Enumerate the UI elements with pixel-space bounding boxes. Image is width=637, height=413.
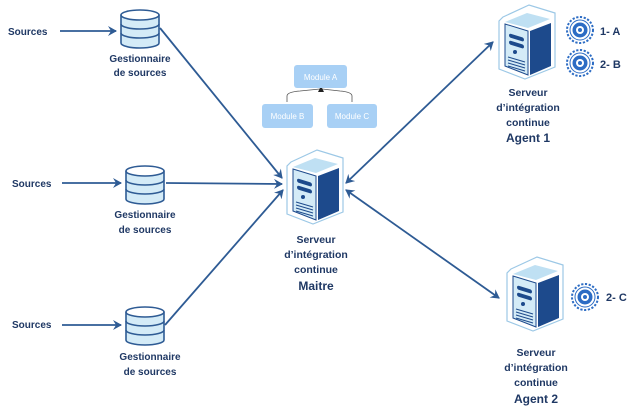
database-icon bbox=[120, 9, 160, 49]
repo-label-line1: Gestionnaire bbox=[119, 352, 181, 363]
repo-label-line2: de sources bbox=[124, 367, 177, 378]
server-icon bbox=[286, 149, 344, 225]
agent2-label-line3: continue bbox=[514, 377, 558, 389]
repo-label-line2: de sources bbox=[114, 68, 167, 79]
module-a-label: Module A bbox=[304, 73, 338, 82]
agent-2-server: 2- C Serveur d’intégration continue Agen… bbox=[504, 256, 627, 406]
server-icon bbox=[498, 4, 556, 80]
source-row-2: Sources Gestionnaire de sources bbox=[12, 165, 176, 236]
server-icon bbox=[506, 256, 564, 332]
gear-icon bbox=[566, 16, 594, 44]
agent2-label-line1: Serveur bbox=[516, 347, 555, 359]
source-row-3: Sources Gestionnaire de sources bbox=[12, 306, 181, 378]
module-c-label: Module C bbox=[335, 112, 369, 121]
master-label-line2: d’intégration bbox=[284, 249, 348, 261]
master-label-line4: Maitre bbox=[298, 279, 334, 293]
module-dependency-graph: Module A Module B Module C bbox=[262, 65, 377, 128]
agent2-label-line2: d’intégration bbox=[504, 362, 568, 374]
agent1-job-2: 2- B bbox=[600, 59, 621, 71]
sources-label: Sources bbox=[8, 27, 48, 38]
arrow-repo2-to-master bbox=[165, 178, 283, 189]
master-label-line3: continue bbox=[294, 264, 338, 276]
master-server: Serveur d’intégration continue Maitre bbox=[284, 149, 348, 293]
agent1-label-line4: Agent 1 bbox=[506, 131, 550, 145]
agent2-job-1: 2- C bbox=[606, 292, 627, 304]
module-c-box bbox=[327, 104, 377, 128]
gear-icon bbox=[571, 283, 599, 311]
arrow-repo3-to-master bbox=[164, 189, 284, 326]
repo-label-line2: de sources bbox=[119, 225, 172, 236]
agent1-label-line1: Serveur bbox=[508, 87, 547, 99]
module-a-box bbox=[294, 65, 347, 88]
module-b-label: Module B bbox=[271, 112, 305, 121]
database-icon bbox=[125, 165, 165, 205]
repo-label-line1: Gestionnaire bbox=[109, 54, 171, 65]
arrow-master-agent2 bbox=[345, 189, 500, 299]
agent1-label-line2: d’intégration bbox=[496, 102, 560, 114]
sources-label: Sources bbox=[12, 320, 52, 331]
dependency-b-to-a bbox=[286, 88, 321, 102]
database-icon bbox=[125, 306, 165, 346]
agent1-label-line3: continue bbox=[506, 117, 550, 129]
source-row-1: Sources Gestionnaire de sources bbox=[8, 9, 171, 79]
dependency-arrowhead bbox=[318, 86, 324, 92]
agent2-label-line4: Agent 2 bbox=[514, 392, 558, 406]
agent-1-server: 1- A 2- B Serveur d’intégration continue… bbox=[496, 4, 621, 145]
arrow-repo1-to-master bbox=[159, 27, 283, 179]
arrow-master-agent1 bbox=[345, 41, 494, 184]
dependency-c-to-a bbox=[321, 88, 353, 102]
repo-label-line1: Gestionnaire bbox=[114, 210, 176, 221]
master-label-line1: Serveur bbox=[296, 234, 335, 246]
gear-icon bbox=[566, 49, 594, 77]
agent1-job-1: 1- A bbox=[600, 26, 620, 38]
sources-label: Sources bbox=[12, 179, 52, 190]
module-b-box bbox=[262, 104, 313, 128]
